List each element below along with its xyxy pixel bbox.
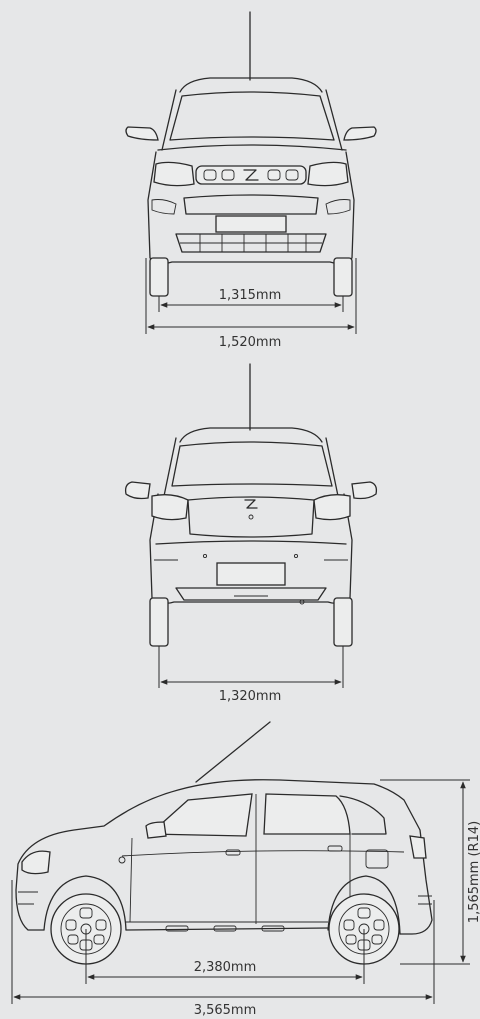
- rear-plate: [216, 562, 286, 586]
- rear-camera: [248, 514, 254, 520]
- side-front-window: [148, 793, 253, 837]
- side-belt-line: [121, 850, 405, 857]
- front-track-label: 1,315mm: [219, 288, 282, 303]
- front-lower-grille-bars: [180, 234, 322, 252]
- side-fuel-cap: [365, 849, 389, 869]
- rear-tailgate: [187, 496, 315, 538]
- rear-pillars: [163, 437, 339, 497]
- rear-roof: [179, 427, 323, 443]
- rear-sensor-right: [293, 553, 299, 559]
- front-lower-grille: [175, 233, 327, 253]
- rear-taillight-left: [151, 494, 189, 521]
- front-view: 1,315mm 1,520mm: [125, 11, 377, 350]
- rear-diffuser: [175, 587, 327, 601]
- front-emblem: [243, 169, 259, 181]
- side-rear-window: [263, 793, 351, 835]
- overall-width-label: 1,520mm: [219, 335, 282, 350]
- side-indicator: [118, 856, 126, 864]
- rear-view: 1,320mm: [124, 363, 378, 704]
- side-antenna: [195, 721, 271, 783]
- side-sill-detail-1: [165, 925, 189, 932]
- front-tyre-right: [333, 257, 353, 297]
- front-mirror-right: [343, 126, 377, 141]
- side-body-outline: [15, 779, 433, 935]
- rear-tow-hook: [299, 599, 305, 605]
- overall-height-label: 1,565mm (R14): [467, 821, 480, 923]
- front-mid-grille: [183, 194, 319, 215]
- front-plate: [215, 215, 287, 233]
- side-taillight: [409, 835, 427, 859]
- side-headlight: [21, 850, 51, 875]
- rear-taillight-right: [313, 494, 351, 521]
- side-rear-arch: [327, 875, 401, 935]
- front-foglamp-right: [325, 199, 351, 215]
- front-tyre-left: [149, 257, 169, 297]
- front-grille-slats: [203, 169, 299, 181]
- side-sill-detail-3: [261, 925, 285, 932]
- rear-tyre-right: [333, 597, 353, 647]
- front-pillars: [161, 89, 343, 151]
- side-quarter-window: [339, 795, 387, 835]
- front-headlight-right: [307, 161, 349, 187]
- side-sill-detail-2: [213, 925, 237, 932]
- front-foglamp-left: [151, 199, 177, 215]
- rear-emblem: [244, 499, 258, 509]
- front-roof: [179, 77, 323, 93]
- rear-window: [171, 441, 333, 487]
- front-mirror-left: [125, 126, 159, 141]
- front-headlight-left: [153, 161, 195, 187]
- side-bumper-lines: [18, 891, 432, 905]
- rear-sensor-left: [202, 553, 208, 559]
- side-door-lines: [129, 794, 351, 924]
- rear-mirror-right: [351, 481, 378, 500]
- side-front-arch: [43, 875, 127, 931]
- overall-length-label: 3,565mm: [194, 1003, 257, 1018]
- wheelbase-label: 2,380mm: [194, 960, 257, 975]
- side-mirror: [145, 821, 167, 839]
- rear-tyre-left: [149, 597, 169, 647]
- side-front-handle: [225, 849, 241, 856]
- side-rear-handle: [327, 845, 343, 852]
- rear-bumper-top: [155, 540, 347, 545]
- side-view: 2,380mm 3,565mm 1,565mm (R14): [11, 721, 480, 1018]
- front-hood: [157, 144, 347, 151]
- front-windshield: [169, 91, 335, 141]
- rear-mirror-left: [124, 481, 151, 500]
- rear-track-label: 1,320mm: [219, 689, 282, 704]
